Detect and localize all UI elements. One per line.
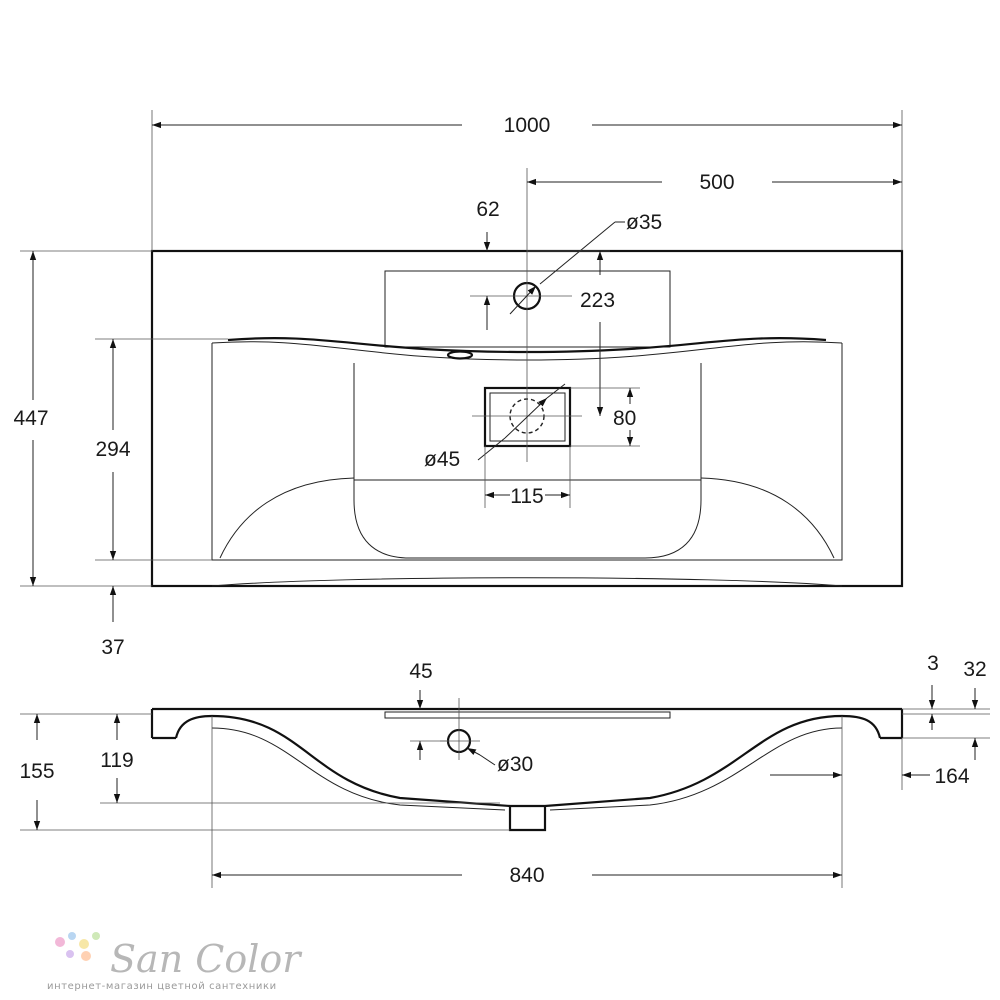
dim-bowl-depth: 294 bbox=[95, 438, 130, 461]
brand-logo: San Color интернет-магазин цветной санте… bbox=[47, 932, 303, 992]
logo-dot bbox=[79, 939, 89, 949]
dim-width-total: 1000 bbox=[504, 114, 551, 137]
overflow-channel bbox=[384, 711, 671, 719]
dim-bowl-height: 119 bbox=[100, 749, 133, 772]
dim-drain-box-height: 80 bbox=[613, 407, 636, 430]
dim-center-offset: 500 bbox=[699, 171, 734, 194]
bowl-profile-inner bbox=[211, 727, 506, 811]
dim-drain-diameter: ø45 bbox=[424, 448, 460, 471]
logo-dot bbox=[66, 950, 74, 958]
dim-tap-hole-offset: 62 bbox=[476, 198, 499, 221]
dim-overflow-diameter: ø30 bbox=[497, 753, 533, 776]
tap-deck bbox=[384, 270, 671, 348]
side-view: 45 ø30 3 32 164 155 119 bbox=[19, 652, 990, 888]
dim-slab-thickness: 3 bbox=[927, 652, 939, 675]
bowl-outline bbox=[211, 343, 843, 561]
dim-edge-height: 32 bbox=[963, 658, 986, 681]
dim-mount-offset: 164 bbox=[934, 765, 969, 788]
inner-bowl bbox=[353, 363, 702, 559]
dim-overflow-offset: 45 bbox=[409, 660, 432, 683]
logo-dot bbox=[68, 932, 76, 940]
logo-brand: San Color bbox=[110, 937, 303, 981]
dim-front-lip: 37 bbox=[101, 636, 124, 659]
logo-tagline: интернет-магазин цветной сантехники bbox=[47, 981, 277, 992]
dim-overall-depth: 447 bbox=[13, 407, 48, 430]
logo-dot bbox=[92, 932, 100, 940]
logo-dot bbox=[81, 951, 91, 961]
logo-dot bbox=[55, 937, 65, 947]
top-view: 1000 500 62 ø35 223 80 ø45 bbox=[13, 110, 904, 659]
dim-tap-hole-diameter: ø35 bbox=[626, 211, 662, 234]
dim-bowl-width: 840 bbox=[509, 864, 544, 887]
bowl-profile-outer bbox=[211, 714, 843, 808]
dim-tap-to-drain: 223 bbox=[580, 289, 615, 312]
drain-stub bbox=[508, 806, 547, 832]
overflow-slot bbox=[446, 350, 474, 360]
dim-drain-box-width: 115 bbox=[510, 485, 543, 508]
drain-box bbox=[483, 386, 572, 448]
logo-dots bbox=[55, 932, 100, 961]
dim-total-height: 155 bbox=[19, 760, 54, 783]
